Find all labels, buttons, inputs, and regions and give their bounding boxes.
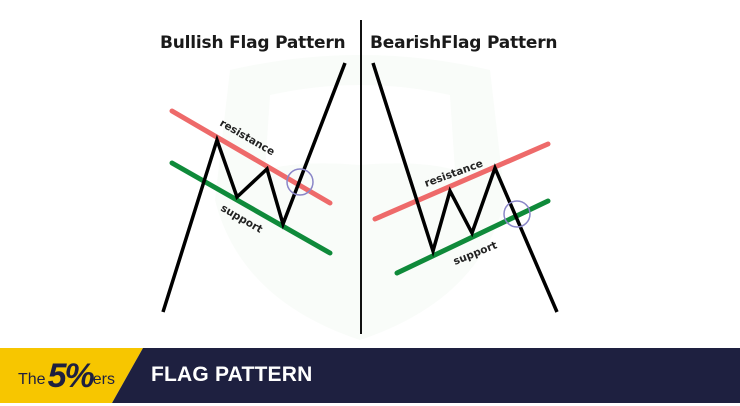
bearish-support-line xyxy=(394,198,551,276)
title-banner: The 5% ers FLAG PATTERN xyxy=(0,348,740,403)
bullish-support-line xyxy=(169,160,333,256)
bearish-title: BearishFlag Pattern xyxy=(370,33,557,53)
bullish-resistance-line xyxy=(169,108,333,206)
banner-title-area xyxy=(112,348,740,403)
banner-title: FLAG PATTERN xyxy=(151,363,313,386)
bearish-price-path xyxy=(371,62,559,313)
logo-suffix: ers xyxy=(92,371,115,388)
bearish-breakout-circle xyxy=(503,200,531,228)
logo-number: 5% xyxy=(47,357,95,396)
the5ers-logo: The 5% ers xyxy=(18,357,115,396)
bearish-resistance-line xyxy=(372,141,551,222)
logo-prefix: The xyxy=(18,371,46,388)
bullish-title: Bullish Flag Pattern xyxy=(160,33,345,53)
bullish-price-path xyxy=(161,62,347,313)
bullish-breakout-circle xyxy=(286,168,314,196)
